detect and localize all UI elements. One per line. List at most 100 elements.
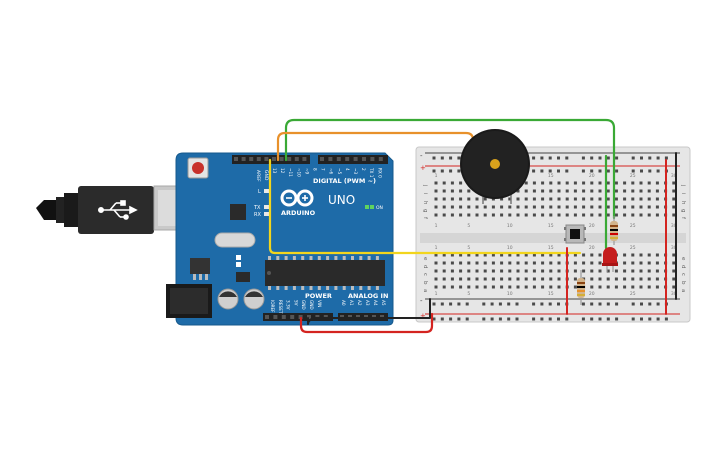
rail-minus-top: - [420,152,423,160]
row-letter: c [680,273,686,276]
aref-label: AREF [255,170,261,182]
usb-symbol-icon [98,200,138,220]
row-letter: f [422,217,428,220]
brand-label: ARDUINO [281,209,316,217]
dc-power-jack[interactable] [166,284,212,318]
resistor-icon[interactable] [610,216,618,245]
digital-label: DIGITAL (PWM ~) [313,177,376,185]
digital-pin-label: ~6 [329,168,334,175]
column-number: 15 [548,173,554,179]
rail-plus-top: + [420,164,426,172]
buzzer-icon[interactable] [460,129,530,204]
led-icon[interactable] [602,247,618,272]
on-label: ON [376,205,383,211]
analog-pin-label: A3 [365,300,370,306]
power-pin-label: GND [301,300,306,310]
row-letter: d [680,265,686,269]
analog-pin-label: A1 [349,300,354,306]
row-letter: j [422,184,428,187]
column-number: 10 [507,223,513,229]
red-wire[interactable] [299,312,434,334]
l-label: L [258,189,261,195]
digital-pin-label: RX 0 [377,168,382,178]
rx-led [264,212,270,216]
tx-label: TX [253,205,261,211]
reset-button[interactable] [187,157,209,179]
row-letter: g [680,209,686,213]
row-letter: h [422,201,428,205]
digital-pin-label: 8 [313,168,318,171]
column-number: 15 [548,291,554,297]
green-wire[interactable] [284,118,616,220]
digital-pin-label: 4 [345,168,350,171]
row-letter: b [680,281,686,285]
digital-pin-label: ~11 [288,168,293,177]
analog-label: ANALOG IN [348,292,388,300]
power-pin-label: IOREF [270,300,275,313]
infinity-logo-icon [280,189,314,207]
row-letter: a [422,289,428,292]
row-letter: f [680,217,686,220]
analog-pin-label: A4 [373,300,378,306]
atmega-chip [265,256,385,290]
digital-pin-label: 7 [321,168,326,171]
column-number: 30 [671,245,677,251]
l-led [264,189,270,193]
column-number: 10 [507,245,513,251]
tx-led [264,205,270,209]
resistor-icon[interactable] [577,270,585,305]
row-letter: i [680,193,686,195]
usb-chip [230,204,246,220]
column-number: 25 [630,173,636,179]
analog-pin-label: A5 [381,300,386,306]
power-pin-label: 5V [293,300,298,306]
row-letter: b [422,281,428,285]
pushbutton-icon[interactable] [564,224,586,244]
digital-pin-label: ~10 [296,168,301,177]
rx-label: RX [254,212,261,218]
breadboard-column-numbers: 1111555510101010151515152020202025252525… [435,173,677,297]
power-label: POWER [305,292,332,300]
power-pin-label: GND [309,300,314,310]
column-number: 25 [630,291,636,297]
column-number: 20 [589,223,595,229]
digital-pin-label: TX 1 [369,167,374,178]
digital-pin-label: 12 [280,168,285,174]
row-letter: i [422,193,428,195]
column-number: 5 [467,223,470,229]
gnd-label: GND [263,170,269,181]
column-number: 30 [671,291,677,297]
yellow-wire[interactable] [268,158,582,255]
column-number: 5 [467,245,470,251]
column-number: 15 [548,223,554,229]
digital-pin-label: ~9 [304,168,309,175]
column-number: 30 [671,173,677,179]
row-letter: c [422,273,428,276]
black-wire[interactable] [307,298,431,325]
row-letter: d [422,265,428,269]
analog-pin-label: A0 [341,300,346,306]
power-pin-label: VIN [317,300,322,307]
row-letter: h [680,201,686,205]
model-label: UNO [328,193,355,207]
column-number: 25 [630,223,636,229]
row-letter: e [680,257,686,261]
column-number: 25 [630,245,636,251]
column-number: 1 [435,223,438,229]
column-number: 20 [589,291,595,297]
crystal [214,232,256,248]
wires[interactable] [268,118,677,334]
power-pin-label: 3.3V [286,300,291,310]
column-number: 30 [671,223,677,229]
digital-pin-label: 2 [361,168,366,171]
analog-pin-label: A2 [357,300,362,306]
capacitors [217,288,265,310]
row-letter: j [680,184,686,187]
